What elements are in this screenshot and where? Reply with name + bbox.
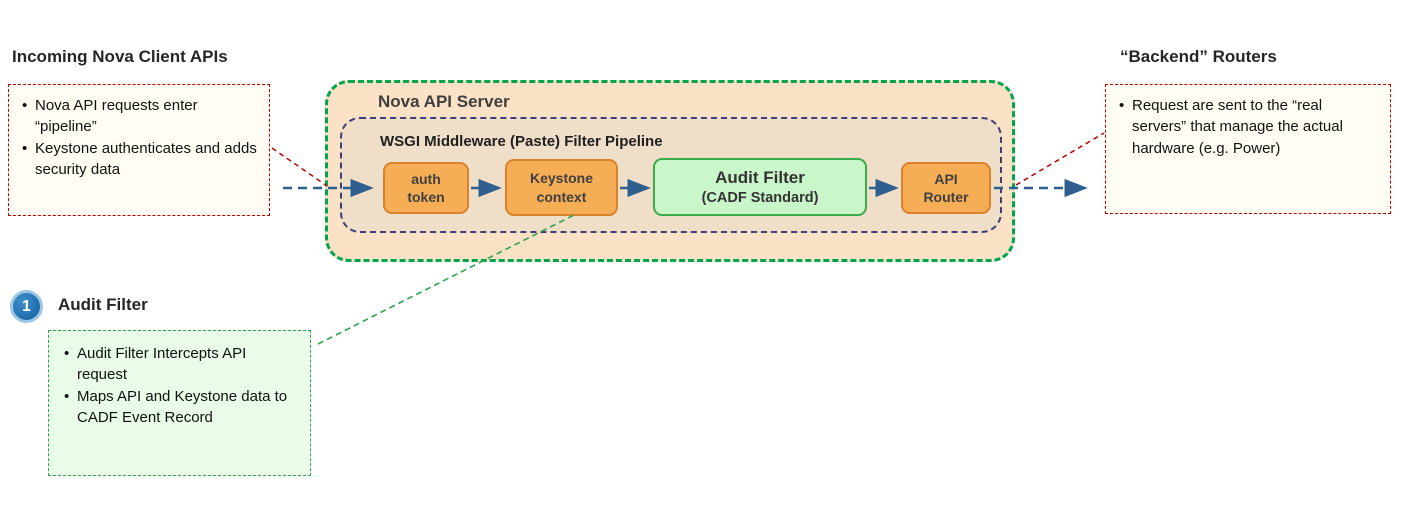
- right-note-leader-line: [1015, 132, 1105, 186]
- stage-api-router-label-line2: Router: [923, 189, 969, 205]
- stage-keystone-context: Keystone context: [505, 159, 618, 216]
- stage-auth-token-label-line2: token: [407, 189, 445, 205]
- incoming-apis-bullet: Keystone authenticates and adds security…: [19, 138, 257, 181]
- stage-auth-token: auth token: [383, 162, 469, 214]
- incoming-apis-note: Nova API requests enter “pipeline” Keyst…: [8, 84, 270, 216]
- audit-filter-bullet: Maps API and Keystone data to CADF Event…: [61, 386, 298, 429]
- incoming-apis-bullet-list: Nova API requests enter “pipeline” Keyst…: [19, 95, 257, 180]
- callout-number-badge: 1: [10, 290, 43, 323]
- audit-filter-bullet-list: Audit Filter Intercepts API request Maps…: [61, 343, 298, 428]
- stage-audit-filter-label-line2: (CADF Standard): [701, 189, 819, 206]
- stage-api-router: API Router: [901, 162, 991, 214]
- stage-api-router-label-line1: API: [934, 170, 958, 187]
- backend-routers-note: Request are sent to the “real servers” t…: [1105, 84, 1391, 214]
- stage-keystone-context-label-line2: context: [536, 188, 587, 205]
- backend-routers-bullet-list: Request are sent to the “real servers” t…: [1116, 95, 1378, 159]
- callout-title: Audit Filter: [58, 295, 148, 314]
- incoming-apis-title: Incoming Nova Client APIs: [12, 47, 228, 66]
- audit-filter-bullet: Audit Filter Intercepts API request: [61, 343, 298, 386]
- backend-routers-title: “Backend” Routers: [1120, 47, 1277, 66]
- audit-filter-callout-note: Audit Filter Intercepts API request Maps…: [48, 330, 311, 476]
- stage-auth-token-label-line1: auth: [411, 170, 441, 187]
- stage-audit-filter: Audit Filter (CADF Standard): [653, 158, 867, 216]
- wsgi-pipeline-title: WSGI Middleware (Paste) Filter Pipeline: [380, 133, 663, 150]
- stage-audit-filter-label-line1: Audit Filter: [715, 167, 805, 187]
- stage-keystone-context-label-line1: Keystone: [529, 170, 594, 187]
- incoming-apis-bullet: Nova API requests enter “pipeline”: [19, 95, 257, 138]
- nova-api-server-title: Nova API Server: [378, 92, 510, 111]
- left-note-leader-line: [271, 147, 328, 187]
- backend-routers-bullet: Request are sent to the “real servers” t…: [1116, 95, 1378, 159]
